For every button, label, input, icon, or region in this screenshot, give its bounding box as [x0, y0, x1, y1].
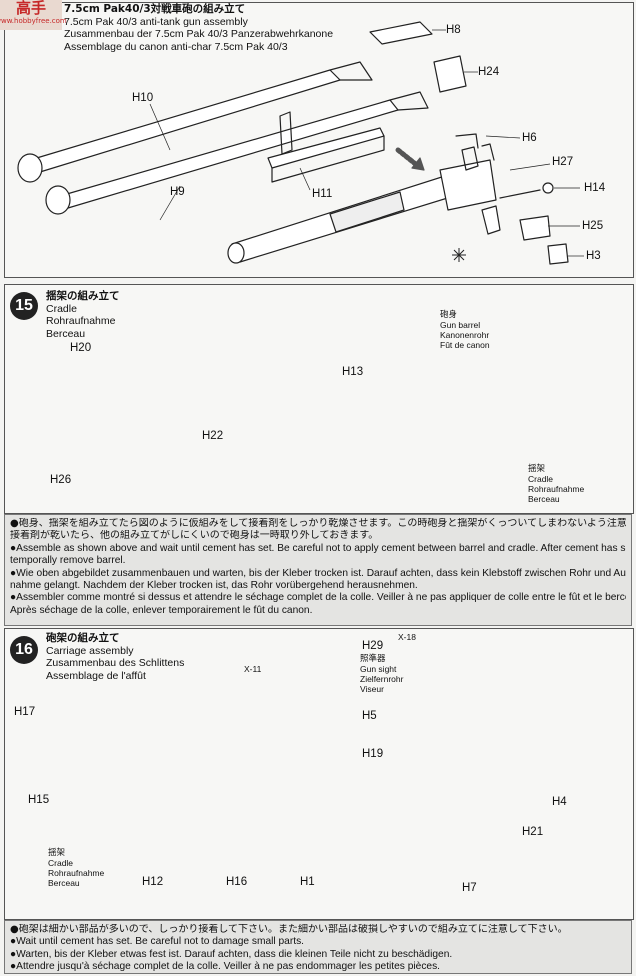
part-label-h10: H10: [132, 92, 154, 104]
note-15-ja-1: ●砲身、揺架を組み立てたら図のように仮組みをして接着剤をしっかり乾燥させます。こ…: [10, 518, 626, 529]
part-label-h1: H1: [300, 876, 315, 888]
step-14-title-fr: Assemblage du canon anti-char 7.5cm Pak …: [64, 40, 288, 53]
cradle-caption-15-fr: Berceau: [528, 494, 560, 504]
cradle-caption-16: 揺架 Cradle Rohraufnahme Berceau: [48, 848, 104, 888]
part-label-h27: H27: [552, 156, 574, 168]
part-label-h13: H13: [342, 366, 364, 378]
cradle-caption-15-de: Rohraufnahme: [528, 484, 585, 494]
step-15-number: 15: [10, 292, 38, 320]
cradle-caption-15: 揺架 Cradle Rohraufnahme Berceau: [528, 464, 584, 504]
step-15-note: ●砲身、揺架を組み立てたら図のように仮組みをして接着剤をしっかり乾燥させます。こ…: [4, 514, 632, 626]
note-15-de-2: nahme gelangt. Nachdem der Kleber trocke…: [10, 580, 418, 592]
gun-barrel-caption-ja: 砲身: [440, 310, 458, 320]
step-16-number: 16: [10, 636, 38, 664]
note-16-de: ●Warten, bis der Kleber etwas fest ist. …: [10, 948, 453, 960]
part-label-h5: H5: [362, 710, 377, 722]
watermark-text: 高手: [15, 0, 46, 17]
part-label-h24: H24: [478, 66, 500, 78]
part-label-h25: H25: [582, 220, 604, 232]
spade-part-drawing: [267, 111, 385, 183]
part-label-h15: H15: [28, 794, 50, 806]
gun-sight-caption-de: Zielfernrohr: [360, 674, 404, 684]
part-label-h7: H7: [462, 882, 477, 894]
note-16-ja: ●砲架は細かい部品が多いので、しっかり接着して下さい。また細かい部品は破損しやす…: [10, 924, 568, 935]
step-14-title-en: 7.5cm Pak 40/3 anti-tank gun assembly: [64, 15, 248, 28]
part-label-h4: H4: [552, 796, 567, 808]
note-15-de-1: ●Wie oben abgebildet zusammenbauen und w…: [10, 567, 626, 579]
step-14-title-ja: 7.5cm Pak40/3対戦車砲の組み立て: [64, 3, 246, 15]
part-label-h26: H26: [50, 474, 72, 486]
step-14-title: 7.5cm Pak40/3対戦車砲の組み立て 7.5cm Pak 40/3 an…: [64, 3, 333, 53]
part-label-h22: H22: [202, 430, 224, 442]
cradle-caption-16-en: Cradle: [48, 858, 74, 868]
part-label-h29: H29: [362, 640, 384, 652]
part-label-h3: H3: [586, 250, 601, 262]
watermark-site: www.hobbyfree.com: [0, 17, 67, 25]
note-16-en: ●Wait until cement has set. Be careful n…: [10, 936, 304, 948]
gun-sight-caption-ja: 照準器: [360, 654, 386, 664]
part-label-h20: H20: [70, 342, 92, 354]
part-label-h17: H17: [14, 706, 36, 718]
part-label-h21: H21: [522, 826, 544, 838]
trail-legs-drawing: [17, 61, 429, 215]
cradle-caption-16-fr: Berceau: [48, 878, 80, 888]
step-16-title-de: Zusammenbau des Schlittens: [46, 657, 185, 669]
part-label-h12: H12: [142, 876, 164, 888]
gun-barrel-caption-fr: Fût de canon: [440, 340, 490, 350]
note-15-fr-2: Après séchage de la colle, enlever tempo…: [10, 604, 313, 616]
step-15-panel: [4, 284, 634, 514]
part-label-h6: H6: [522, 132, 537, 144]
part-label-x18: X-18: [398, 632, 416, 642]
step-15-title-en: Cradle: [46, 302, 77, 315]
gun-barrel-caption: 砲身 Gun barrel Kanonenrohr Fût de canon: [440, 310, 490, 350]
cradle-caption-16-de: Rohraufnahme: [48, 868, 105, 878]
part-label-h19: H19: [362, 748, 384, 760]
note-16-fr: ●Attendre jusqu'à séchage complet de la …: [10, 961, 440, 973]
cradle-caption-16-ja: 揺架: [48, 848, 66, 858]
site-watermark-logo: 高手 www.hobbyfree.com: [0, 0, 67, 30]
part-label-h11: H11: [312, 188, 333, 200]
part-label-x11: X-11: [244, 664, 262, 674]
step-16-note: ●砲架は細かい部品が多いので、しっかり接着して下さい。また細かい部品は破損しやす…: [4, 920, 632, 974]
step-15-title-de: Rohraufnahme: [46, 315, 116, 327]
step-16-title-fr: Assemblage de l'affût: [46, 669, 146, 682]
step-15-title: 揺架の組み立て Cradle Rohraufnahme Berceau: [46, 290, 120, 340]
small-parts-14: [369, 21, 569, 265]
note-15-en-1: ●Assemble as shown above and wait until …: [10, 542, 626, 554]
gun-sight-caption-en: Gun sight: [360, 664, 397, 674]
note-15-ja-2: 接着剤が乾いたら、他の組み立てがしにくいので砲身は一時取り外しておきます。: [10, 530, 379, 542]
step-15-title-ja: 揺架の組み立て: [46, 290, 120, 302]
part-label-h9: H9: [170, 186, 185, 198]
step-14-title-de: Zusammenbau der 7.5cm Pak 40/3 Panzerabw…: [64, 28, 334, 40]
step-16-panel: [4, 628, 634, 920]
part-label-h16: H16: [226, 876, 248, 888]
gun-sight-caption: 照準器 Gun sight Zielfernrohr Viseur: [360, 654, 403, 694]
step-16-title: 砲架の組み立て Carriage assembly Zusammenbau de…: [46, 632, 184, 682]
cradle-caption-15-ja: 揺架: [528, 464, 546, 474]
note-15-en-2: temporally remove barrel.: [10, 555, 126, 567]
note-15-fr-1: ●Assembler comme montré si dessus et att…: [10, 592, 626, 604]
gun-barrel-drawing: [227, 143, 497, 264]
gun-barrel-caption-en: Gun barrel: [440, 320, 481, 330]
part-label-h14: H14: [584, 182, 606, 194]
gun-barrel-caption-de: Kanonenrohr: [440, 330, 490, 340]
part-label-h8: H8: [446, 24, 461, 36]
cradle-caption-15-en: Cradle: [528, 474, 554, 484]
gun-sight-caption-fr: Viseur: [360, 684, 384, 694]
step-16-title-ja: 砲架の組み立て: [46, 632, 120, 644]
step-16-title-en: Carriage assembly: [46, 644, 134, 657]
step-15-title-fr: Berceau: [46, 327, 86, 340]
